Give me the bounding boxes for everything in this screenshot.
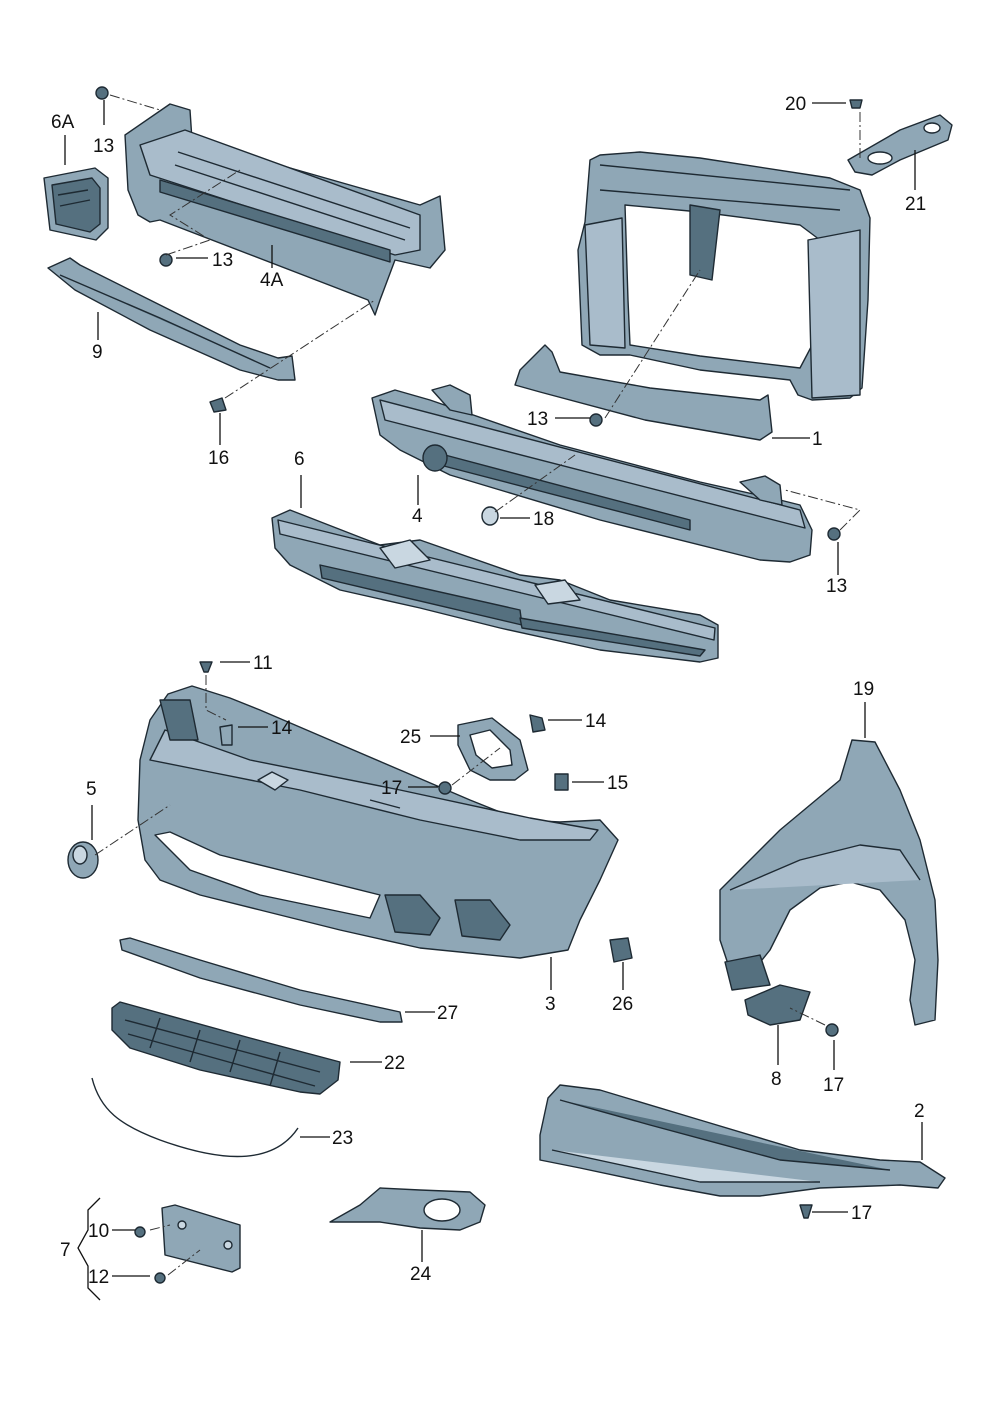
label-6A: 6A bbox=[51, 112, 75, 133]
label-19: 19 bbox=[853, 679, 874, 700]
assembly-dash-lines bbox=[94, 94, 861, 1276]
fasteners bbox=[95, 86, 863, 1284]
label-13-top-left: 13 bbox=[93, 136, 114, 157]
label-14-left: 14 bbox=[271, 718, 293, 739]
part-4-bumper-bar bbox=[371, 384, 813, 563]
label-12: 12 bbox=[88, 1267, 109, 1288]
label-17-fender: 17 bbox=[823, 1075, 844, 1096]
label-13-carrier: 13 bbox=[527, 409, 548, 430]
part-19-fender bbox=[719, 739, 939, 1026]
part-4A-reinforcement bbox=[124, 103, 446, 316]
part-26-cover bbox=[609, 937, 633, 963]
label-4: 4 bbox=[412, 506, 423, 527]
part-7-license-plate-holder bbox=[161, 1204, 241, 1273]
part-22-grille bbox=[111, 1001, 341, 1095]
label-27: 27 bbox=[437, 1003, 458, 1024]
label-23: 23 bbox=[332, 1128, 353, 1149]
part-2-spoiler bbox=[539, 1084, 946, 1197]
label-24: 24 bbox=[410, 1264, 432, 1285]
label-11: 11 bbox=[253, 653, 273, 674]
part-24-fog-cover bbox=[329, 1187, 486, 1231]
label-17-spoiler: 17 bbox=[851, 1203, 872, 1224]
part-6-energy-absorber bbox=[271, 509, 719, 663]
label-13-reinforcement: 13 bbox=[212, 250, 233, 271]
label-7: 7 bbox=[60, 1240, 71, 1261]
label-5: 5 bbox=[86, 779, 97, 800]
part-27-strip bbox=[119, 937, 403, 1023]
label-15: 15 bbox=[607, 773, 628, 794]
part-23-strip bbox=[91, 1077, 299, 1158]
label-22: 22 bbox=[384, 1053, 405, 1074]
label-17-bracket: 17 bbox=[381, 778, 402, 799]
label-18: 18 bbox=[533, 509, 554, 530]
part-6A-bracket bbox=[43, 167, 109, 241]
label-20: 20 bbox=[785, 94, 806, 115]
label-8: 8 bbox=[771, 1069, 782, 1090]
part-8-bracket bbox=[744, 984, 811, 1026]
label-14-right: 14 bbox=[585, 711, 607, 732]
label-10: 10 bbox=[88, 1221, 109, 1242]
label-2: 2 bbox=[914, 1101, 925, 1122]
part-25-bracket bbox=[457, 717, 529, 781]
label-16: 16 bbox=[208, 448, 229, 469]
label-26: 26 bbox=[612, 994, 633, 1015]
part-1-lock-carrier bbox=[514, 151, 871, 441]
label-9: 9 bbox=[92, 342, 103, 363]
label-25: 25 bbox=[400, 727, 421, 748]
callout-labels: 6A 13 13 4A 9 16 20 21 13 1 6 4 18 13 11… bbox=[51, 94, 926, 1288]
label-3: 3 bbox=[545, 994, 556, 1015]
part-9-trim-strip bbox=[47, 257, 296, 381]
leader-lines bbox=[64, 100, 923, 1301]
label-6: 6 bbox=[294, 449, 305, 470]
label-21: 21 bbox=[905, 194, 926, 215]
label-1: 1 bbox=[812, 429, 823, 450]
part-21-bracket bbox=[847, 114, 953, 176]
part-3-bumper-cover bbox=[137, 685, 619, 959]
part-5-tow-cap bbox=[67, 841, 99, 879]
label-4A: 4A bbox=[260, 270, 284, 291]
label-13-bar: 13 bbox=[826, 576, 847, 597]
